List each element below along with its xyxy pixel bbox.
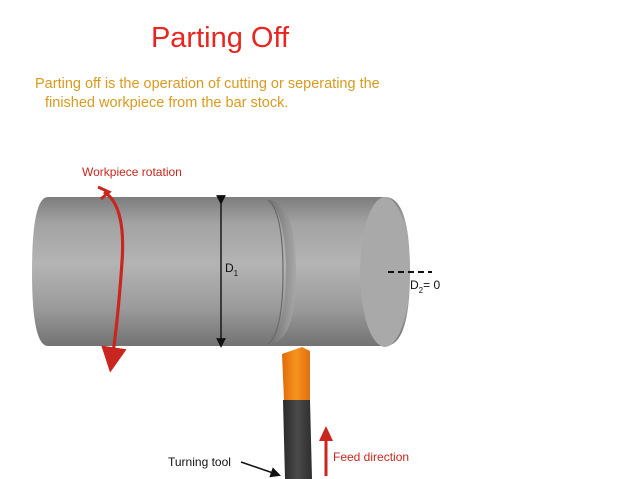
groove-edge [267, 199, 284, 345]
description-line-1: Parting off is the operation of cutting … [35, 76, 380, 92]
tool-shank [283, 400, 312, 479]
feed-arrow-head [319, 426, 333, 441]
tool-label: Turning tool [168, 455, 231, 469]
d1-label: D1 [225, 261, 239, 278]
slide-description: Parting off is the operation of cutting … [35, 75, 435, 113]
rotation-label: Workpiece rotation [82, 165, 182, 179]
turning-tool [282, 347, 312, 479]
rotation-arrow [101, 190, 127, 373]
tool-pointer-arrow [240, 461, 281, 478]
feed-label: Feed direction [333, 450, 409, 464]
parting-groove [268, 200, 296, 344]
rotation-arrow-head-top [97, 185, 112, 201]
workpiece-end-face [360, 197, 410, 347]
d2-label: D2= 0 [410, 278, 440, 295]
tool-insert [282, 347, 310, 400]
slide-title: Parting Off [150, 22, 290, 54]
description-line-2: finished workpiece from the bar stock. [45, 95, 289, 111]
